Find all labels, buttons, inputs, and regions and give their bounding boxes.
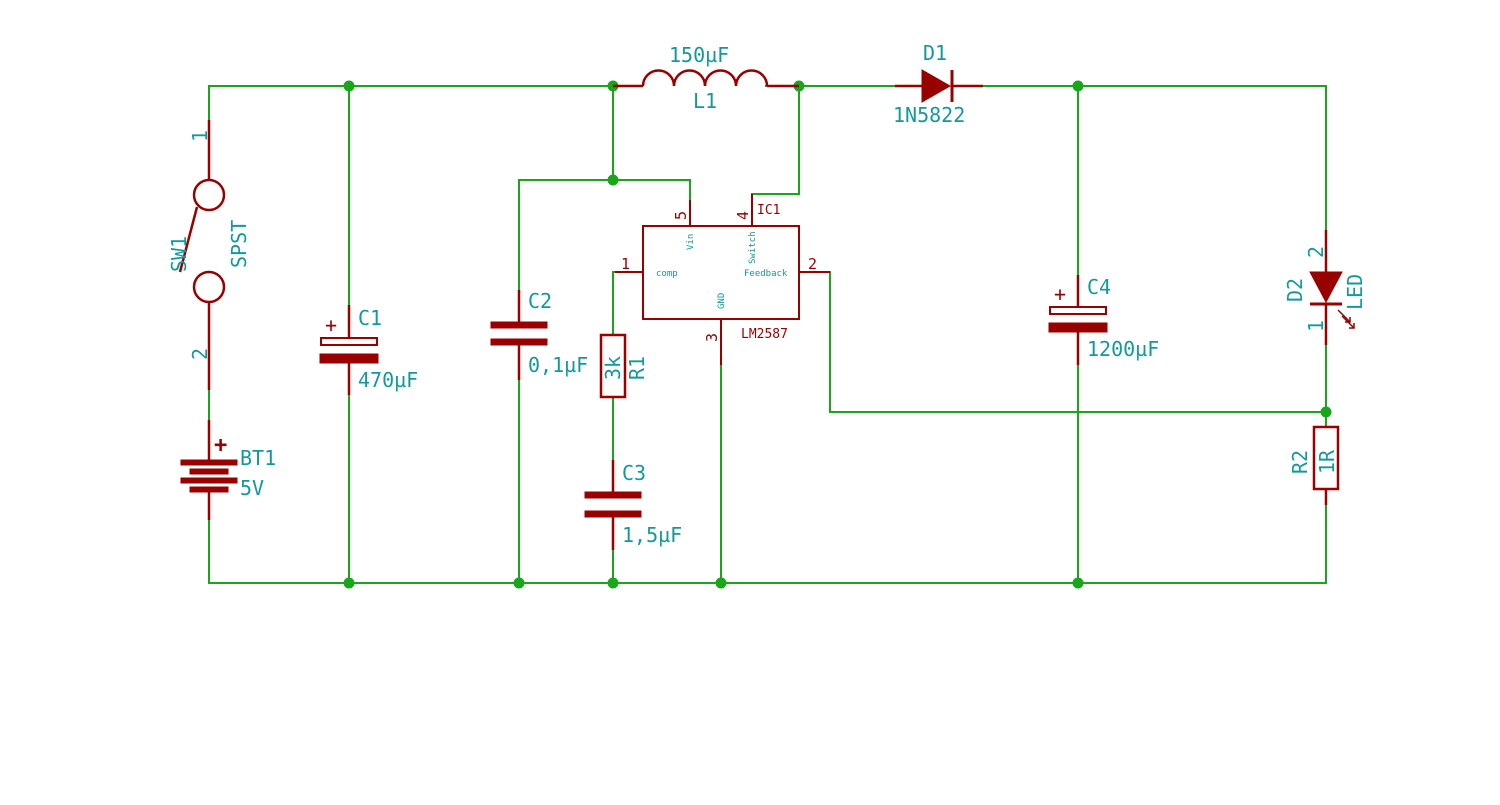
battery-cell-icon — [189, 486, 229, 493]
junction-dot — [715, 577, 727, 589]
ic1-pin-number: 1 — [621, 255, 630, 273]
c4-ref-label: C4 — [1087, 275, 1111, 299]
junction-dot — [1072, 577, 1084, 589]
wires — [208, 85, 1327, 584]
led-triangle-icon — [1309, 271, 1343, 304]
c4-plus-sign: + — [1054, 282, 1066, 306]
ic1-pin-name: Switch — [748, 231, 758, 264]
capacitor-plate-icon — [1048, 322, 1108, 333]
ic-lm2587: 5 4 1 2 3 Vin Switch comp Feedback GND I… — [615, 194, 830, 365]
capacitor-c4: + C4 1200µF — [1048, 275, 1159, 365]
r1-ref-label: R1 — [625, 356, 649, 380]
c4-value-label: 1200µF — [1087, 337, 1159, 361]
capacitor-c2: C2 0,1µF — [490, 289, 588, 380]
c3-ref-label: C3 — [622, 461, 646, 485]
junction-dot — [343, 577, 355, 589]
c2-ref-label: C2 — [528, 289, 552, 313]
capacitor-plate-icon — [584, 491, 642, 499]
inductor-l1: 150µF L1 — [613, 43, 799, 113]
ic1-pin-name: Feedback — [744, 269, 788, 279]
r2-ref-label: R2 — [1288, 450, 1312, 474]
battery-bt1: + BT1 5V — [180, 420, 276, 520]
c1-plus-sign: + — [325, 313, 337, 337]
junction-dot — [1072, 80, 1084, 92]
switch-contact-icon — [192, 178, 226, 212]
battery-cell-icon — [189, 468, 229, 475]
capacitor-plate-icon — [490, 338, 548, 346]
r1-value-label: 3k — [601, 356, 625, 380]
c1-ref-label: C1 — [358, 306, 382, 330]
bt1-ref-label: BT1 — [240, 446, 276, 470]
ic1-ref-label: IC1 — [757, 203, 780, 218]
switch-lever-icon — [178, 206, 199, 273]
switch-contact-icon — [192, 270, 226, 304]
capacitor-plate-icon — [320, 337, 378, 346]
ic1-pin-number: 5 — [672, 211, 690, 220]
junction-dot — [343, 80, 355, 92]
led-light-arrows-icon — [1337, 309, 1355, 329]
capacitor-plate-icon — [1049, 306, 1107, 315]
l1-value-label: 150µF — [669, 43, 729, 67]
capacitor-plate-icon — [490, 321, 548, 329]
capacitor-c1: + C1 470µF — [319, 305, 418, 395]
capacitor-plate-icon — [584, 510, 642, 518]
ic1-pin-name: GND — [717, 293, 727, 309]
resistor-r1: 3k R1 — [599, 333, 649, 399]
d2-value-label: LED — [1343, 274, 1367, 310]
sw1-ref-label: SW1 — [167, 236, 191, 272]
ic1-pin-number: 3 — [703, 333, 721, 342]
battery-cell-icon — [180, 459, 238, 466]
d1-value-label: 1N5822 — [893, 103, 965, 127]
r2-value-label: 1R — [1315, 449, 1339, 474]
resistor-r2: 1R R2 — [1288, 425, 1340, 505]
led-d2: 2 1 D2 LED — [1283, 230, 1367, 345]
bt1-plus-sign: + — [214, 433, 227, 458]
c2-value-label: 0,1µF — [528, 353, 588, 377]
capacitor-plate-icon — [319, 353, 379, 364]
d2-pin2-label: 2 — [1304, 246, 1328, 258]
c3-value-label: 1,5µF — [622, 523, 682, 547]
diode-triangle-icon — [921, 69, 952, 103]
ic1-pin-number: 2 — [808, 255, 817, 273]
junctions — [343, 80, 1332, 589]
ic1-pin-name: comp — [656, 269, 678, 279]
capacitor-c3: C3 1,5µF — [584, 460, 682, 550]
ic1-pin-number: 4 — [734, 211, 752, 220]
junction-dot — [607, 577, 619, 589]
d1-ref-label: D1 — [923, 41, 947, 65]
sw1-value-label: SPST — [227, 220, 251, 268]
junction-dot — [607, 174, 619, 186]
d2-ref-label: D2 — [1283, 278, 1307, 302]
d2-pin1-label: 1 — [1304, 320, 1328, 332]
battery-cell-icon — [180, 477, 238, 484]
c1-value-label: 470µF — [358, 368, 418, 392]
diode-d1: D1 1N5822 — [893, 41, 983, 127]
ic1-pin-name: Vin — [686, 234, 696, 250]
inductor-coil-icon — [641, 69, 769, 87]
sw1-pin2-label: 2 — [188, 348, 212, 360]
junction-dot — [1320, 406, 1332, 418]
switch-sw1: 1 2 SW1 SPST — [167, 120, 251, 390]
bt1-value-label: 5V — [240, 476, 264, 500]
resistor-body-icon — [599, 333, 627, 399]
junction-dot — [513, 577, 525, 589]
sw1-pin1-label: 1 — [188, 130, 212, 142]
ic1-value-label: LM2587 — [741, 327, 788, 342]
l1-ref-label: L1 — [693, 89, 717, 113]
